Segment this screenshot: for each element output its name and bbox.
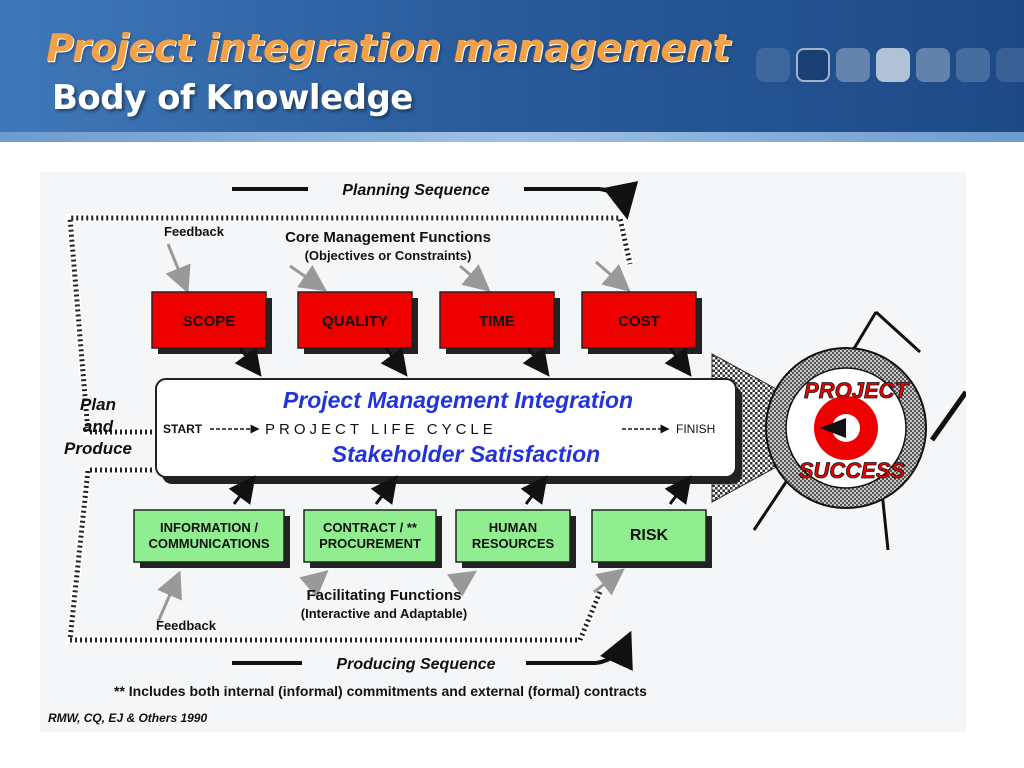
- integration-box: [155, 378, 742, 484]
- stakeholder-satisfaction: Stakeholder Satisfaction: [332, 441, 600, 467]
- facilitating-function-human-resources: HUMAN RESOURCES: [455, 509, 576, 568]
- core-arrow: [289, 264, 327, 292]
- facilitating-label-line2: RESOURCES: [472, 536, 555, 551]
- slide-header: Project integration management Body of K…: [0, 0, 1024, 142]
- facilitating-arrow: [593, 568, 625, 596]
- core-function-scope: SCOPE: [151, 291, 272, 354]
- facilitating-arrow: [299, 570, 329, 598]
- header-band: [0, 132, 1024, 142]
- core-function-cost: COST: [581, 291, 702, 354]
- integration-title: Project Management Integration: [283, 387, 633, 413]
- plan-and-produce-line1: Plan: [80, 395, 116, 414]
- plan-and-produce-line3: Produce: [64, 439, 132, 458]
- decor-square: [836, 48, 870, 82]
- lifecycle-text: PROJECT LIFE CYCLE: [265, 421, 497, 438]
- decor-square: [756, 48, 790, 82]
- target-label-project: PROJECT: [804, 378, 909, 403]
- feedback-bottom-label: Feedback: [156, 618, 217, 633]
- core-functions-title: Core Management Functions: [285, 229, 491, 246]
- facilitating-functions-title: Facilitating Functions: [306, 587, 461, 604]
- citation: RMW, CQ, EJ & Others 1990: [48, 711, 207, 725]
- feedback-top-label: Feedback: [164, 224, 225, 239]
- decor-square: [996, 48, 1024, 82]
- producing-sequence-label: Producing Sequence: [336, 656, 495, 673]
- planning-sequence-label: Planning Sequence: [342, 182, 490, 199]
- facilitating-label-line1: RISK: [630, 527, 669, 544]
- core-functions-subtitle: (Objectives or Constraints): [305, 248, 472, 263]
- footnote: ** Includes both internal (informal) com…: [114, 683, 647, 699]
- decor-square: [796, 48, 830, 82]
- feedback-arrow: [156, 570, 183, 623]
- decor-square: [876, 48, 910, 82]
- core-function-label: SCOPE: [183, 313, 236, 330]
- target-label-success: SUCCESS: [799, 458, 906, 483]
- integration-diagram: Planning Sequence Feedback Core Manageme…: [40, 172, 966, 732]
- feedback-arrow: [165, 243, 191, 294]
- core-function-label: COST: [618, 313, 660, 330]
- facilitating-arrow: [447, 570, 477, 597]
- slide-title: Project integration management: [46, 26, 730, 70]
- lifecycle-start: START: [163, 422, 203, 436]
- planning-sequence-arrow: [232, 181, 639, 220]
- project-success-target: [752, 310, 966, 551]
- producing-sequence-arrow: [232, 630, 633, 671]
- plan-and-produce-line2: and: [83, 417, 114, 436]
- decor-square: [956, 48, 990, 82]
- core-to-integration-arrows: [234, 347, 692, 377]
- slide-subtitle: Body of Knowledge: [52, 78, 413, 118]
- facilitating-label-line2: PROCUREMENT: [319, 536, 421, 551]
- facilitating-label-line1: HUMAN: [489, 520, 537, 535]
- facilitating-label-line2: COMMUNICATIONS: [148, 536, 269, 551]
- core-function-label: QUALITY: [322, 313, 388, 330]
- core-function-quality: QUALITY: [297, 291, 418, 354]
- decor-square: [916, 48, 950, 82]
- core-arrow: [595, 260, 631, 292]
- core-function-label: TIME: [479, 313, 515, 330]
- facilitating-to-integration-arrows: [228, 475, 692, 505]
- facilitating-functions-subtitle: (Interactive and Adaptable): [301, 606, 467, 621]
- facilitating-function-risk: RISK: [591, 509, 712, 568]
- facilitating-function-information: INFORMATION / COMMUNICATIONS: [133, 509, 290, 568]
- feedback-loop: [65, 214, 634, 644]
- core-function-time: TIME: [439, 291, 560, 354]
- core-arrow: [459, 264, 491, 292]
- facilitating-label-line1: CONTRACT / **: [323, 520, 418, 535]
- lifecycle-finish: FINISH: [676, 422, 715, 436]
- facilitating-function-procurement: CONTRACT / ** PROCUREMENT: [303, 509, 442, 568]
- facilitating-label-line1: INFORMATION /: [160, 520, 258, 535]
